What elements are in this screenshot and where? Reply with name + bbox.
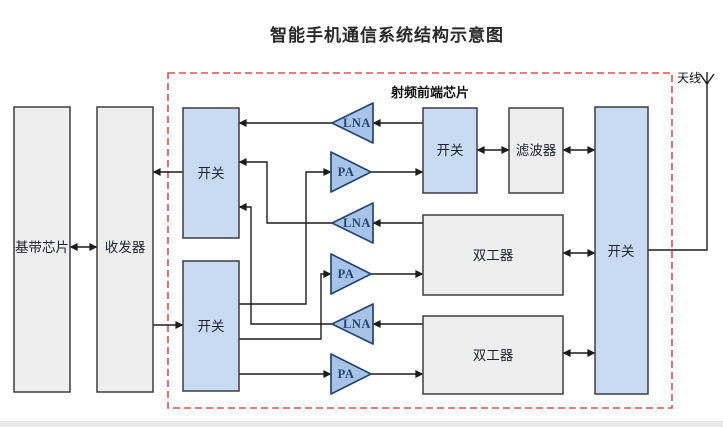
filter-label: 滤波器	[516, 143, 557, 158]
lna-1-label: LNA	[343, 116, 371, 130]
rf-frontend-boundary	[167, 72, 673, 409]
duplexer-2-label: 双工器	[473, 348, 514, 363]
diagram-title: 智能手机通信系统结构示意图	[270, 25, 504, 45]
amp-lna-3: LNA	[331, 303, 374, 345]
antenna-label: 天线	[677, 71, 701, 85]
antenna-icon	[699, 72, 715, 86]
block-rx-switch: 开关	[182, 107, 240, 239]
amp-pa-1: PA	[330, 151, 372, 193]
wires	[69, 72, 715, 378]
amp-pa-3: PA	[330, 353, 372, 395]
amp-lna-2: LNA	[331, 202, 374, 244]
wire-lna3-to-rx-switch	[238, 203, 332, 325]
block-antenna-switch: 开关	[594, 106, 649, 395]
lna-3-label: LNA	[343, 317, 371, 331]
bottom-edge-strip	[0, 421, 723, 427]
transceiver-label: 收发器	[105, 240, 146, 255]
block-duplexer-2: 双工器	[422, 315, 564, 395]
pa-1-label: PA	[338, 165, 355, 179]
wire-lna2-to-rx-switch	[238, 158, 332, 224]
wire-antenna-feed	[648, 84, 708, 251]
block-filter: 滤波器	[508, 107, 564, 194]
pa-2-label: PA	[338, 267, 355, 281]
block-band-switch: 开关	[422, 107, 478, 194]
amp-pa-2: PA	[330, 253, 372, 295]
rx-switch-label: 开关	[198, 166, 225, 181]
baseband-label: 基带芯片	[15, 239, 69, 255]
block-baseband: 基带芯片	[13, 106, 71, 393]
block-duplexer-1: 双工器	[422, 214, 564, 296]
pa-3-label: PA	[338, 367, 355, 381]
antenna-switch-label: 开关	[608, 244, 635, 259]
block-transceiver: 收发器	[96, 106, 154, 393]
rf-frontend-label: 射频前端芯片	[390, 85, 469, 100]
band-switch-label: 开关	[437, 143, 464, 158]
tx-switch-label: 开关	[198, 319, 225, 334]
wire-tx-switch-to-pa2	[239, 270, 332, 340]
duplexer-1-label: 双工器	[473, 248, 514, 263]
wire-tx-switch-to-pa1	[239, 168, 332, 305]
amp-lna-1: LNA	[331, 102, 374, 144]
lna-2-label: LNA	[343, 216, 371, 230]
block-tx-switch: 开关	[182, 260, 240, 392]
